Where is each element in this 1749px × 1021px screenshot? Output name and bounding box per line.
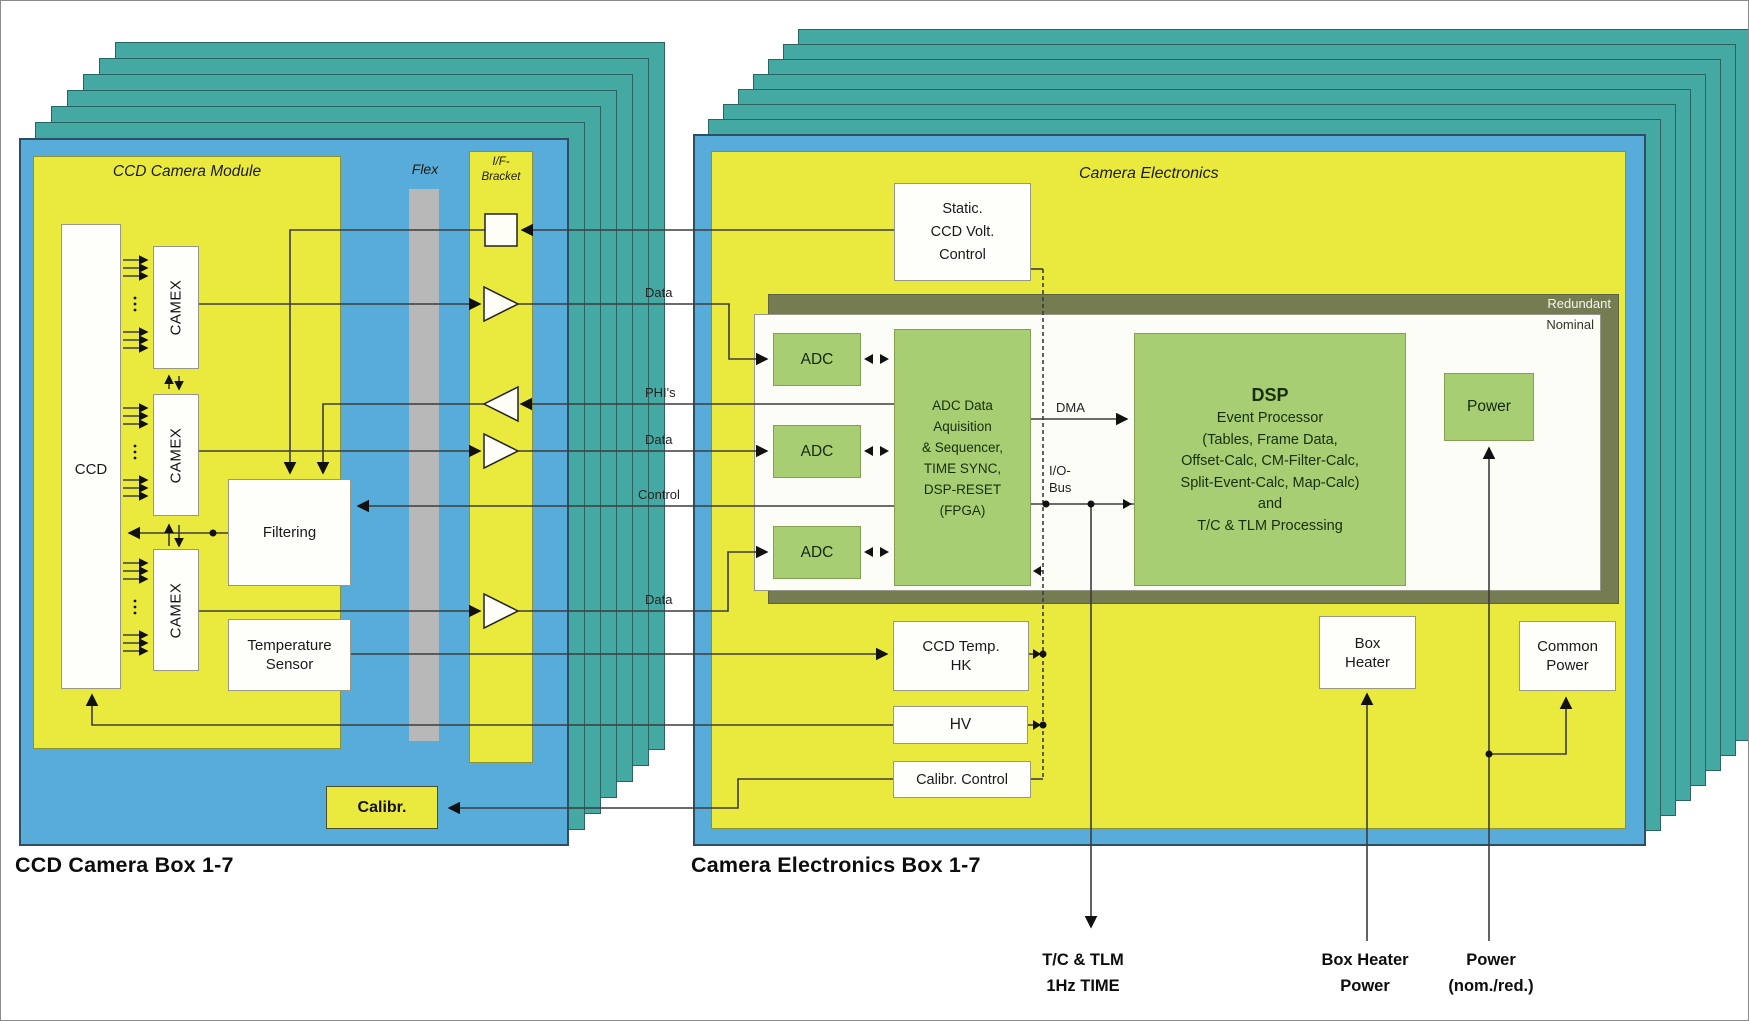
power-nom-red-label: Power (nom./red.) — [1448, 947, 1533, 999]
power-label: Power — [1467, 398, 1511, 415]
signal-io-bus: I/O- Bus — [1049, 462, 1071, 496]
signal-data-2: Data — [645, 432, 673, 447]
signal-phis: PHI's — [645, 385, 676, 400]
hv-label: HV — [949, 716, 972, 733]
calibr-control-block: Calibr. Control — [893, 761, 1031, 798]
adc-3-label: ADC — [800, 543, 834, 561]
temp-sensor-label-2: Sensor — [265, 656, 314, 673]
fpga-line5: DSP-RESET — [923, 481, 1002, 497]
adc-2-block: ADC — [773, 425, 861, 478]
dsp-line5: Split-Event-Calc, Map-Calc) — [1180, 474, 1360, 491]
fpga-line1: ADC Data — [932, 397, 993, 413]
camex-1-label: CAMEX — [167, 279, 185, 336]
signal-data-1: Data — [645, 285, 673, 300]
camex-2-block: CAMEX — [153, 394, 199, 516]
camex-3-block: CAMEX — [153, 549, 199, 671]
dsp-line6: and — [1257, 496, 1283, 512]
temp-sensor-label-1: Temperature — [247, 637, 332, 654]
tc-tlm-line2: 1Hz TIME — [1046, 977, 1120, 995]
box-heater-power-line1: Box Heater — [1321, 951, 1409, 969]
dsp-line4: Offset-Calc, CM-Filter-Calc, — [1181, 453, 1359, 469]
adc-1-label: ADC — [800, 350, 834, 368]
nominal-label: Nominal — [1546, 317, 1594, 332]
box-heater-line1: Box — [1354, 634, 1381, 652]
box-heater-line2: Heater — [1344, 653, 1391, 671]
fpga-line3: & Sequencer, — [921, 439, 1004, 455]
common-power-line2: Power — [1546, 657, 1589, 674]
camera-electronics-box-caption: Camera Electronics Box 1-7 — [691, 853, 981, 877]
hv-block: HV — [893, 706, 1028, 744]
common-power-line1: Common — [1537, 638, 1598, 655]
dsp-line3: (Tables, Frame Data, — [1202, 431, 1338, 448]
filtering-block: Filtering — [228, 479, 351, 586]
camera-electronics-title: Camera Electronics — [1079, 165, 1219, 182]
signal-io-bus-line2: Bus — [1049, 480, 1072, 495]
temperature-sensor-block: Temperature Sensor — [228, 619, 351, 691]
signal-data-3: Data — [645, 592, 673, 607]
fpga-line6: (FPGA) — [939, 502, 986, 518]
ccd-camera-module-title: CCD Camera Module — [112, 163, 262, 180]
camex-3-label: CAMEX — [167, 582, 185, 638]
adc-3-block: ADC — [773, 526, 861, 579]
ccd-temp-hk-block: CCD Temp. HK — [893, 621, 1029, 691]
common-power-block: Common Power — [1519, 621, 1616, 691]
signal-io-bus-line1: I/O- — [1049, 463, 1071, 478]
power-nom-red-line2: (nom./red.) — [1448, 977, 1534, 995]
if-bracket-label-line1: I/F- — [492, 156, 510, 168]
box-heater-power-line2: Power — [1340, 977, 1390, 995]
camex-2-label: CAMEX — [167, 427, 185, 483]
flex-cable-bar — [409, 189, 439, 741]
box-heater-power-label: Box Heater Power — [1321, 947, 1408, 999]
flex-label: Flex — [411, 161, 439, 177]
static-ccd-volt-control-block: Static. CCD Volt. Control — [894, 183, 1031, 281]
signal-dma: DMA — [1056, 400, 1085, 415]
ccd-temp-hk-line2: HK — [950, 657, 972, 674]
power-nom-red-line1: Power — [1466, 951, 1516, 969]
power-block: Power — [1444, 373, 1534, 441]
adc-2-label: ADC — [800, 442, 834, 460]
tc-tlm-line1: T/C & TLM — [1042, 951, 1124, 969]
fpga-line2: Aquisition — [933, 418, 992, 434]
ccd-block: CCD — [61, 224, 121, 689]
redundant-label: Redundant — [1547, 296, 1611, 311]
dsp-line7: T/C & TLM Processing — [1197, 517, 1343, 534]
filtering-label: Filtering — [262, 524, 317, 541]
calibr-block: Calibr. — [326, 786, 438, 829]
box-heater-block: Box Heater — [1319, 616, 1416, 689]
fpga-block: ADC Data Aquisition & Sequencer, TIME SY… — [894, 329, 1031, 586]
fpga-line4: TIME SYNC, — [923, 460, 1002, 476]
static-ctrl-line3: Control — [939, 246, 986, 263]
if-bracket-label: I/F- Bracket — [469, 155, 533, 185]
tc-tlm-label: T/C & TLM 1Hz TIME — [1042, 947, 1124, 999]
static-ctrl-line2: CCD Volt. — [930, 223, 995, 240]
if-bracket-label-line2: Bracket — [481, 171, 521, 183]
adc-1-block: ADC — [773, 333, 861, 386]
ccd-label: CCD — [74, 461, 108, 478]
signal-control: Control — [638, 487, 680, 502]
ccd-camera-box-caption: CCD Camera Box 1-7 — [15, 853, 234, 877]
dsp-block: DSP Event Processor (Tables, Frame Data,… — [1134, 333, 1406, 586]
if-bracket-strip — [469, 151, 533, 763]
dsp-title: DSP — [1251, 385, 1289, 405]
ccd-temp-hk-line1: CCD Temp. — [922, 638, 1000, 655]
dsp-line2: Event Processor — [1216, 410, 1324, 426]
static-ctrl-line1: Static. — [942, 200, 983, 217]
calibr-control-label: Calibr. Control — [916, 771, 1008, 788]
calibr-label: Calibr. — [357, 798, 407, 816]
camex-1-block: CAMEX — [153, 246, 199, 369]
